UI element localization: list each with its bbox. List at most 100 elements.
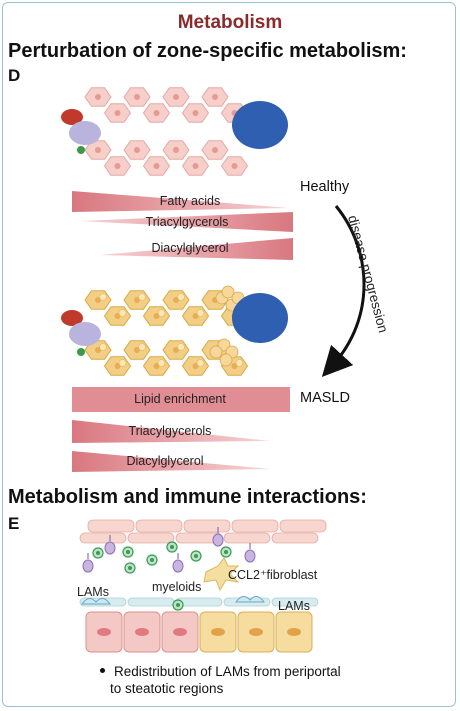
- bile-duct-healthy: [69, 121, 101, 145]
- endothelial-cell: [79, 532, 127, 544]
- immune-cells: [81, 527, 265, 611]
- kupffer-cell: [81, 598, 111, 605]
- central-vein-healthy: [232, 101, 288, 149]
- bar-label-diacylglycerol-healthy: Diacylglycerol: [151, 241, 229, 255]
- lipid-droplet: [221, 285, 235, 299]
- disease-progression-arrow: [321, 205, 366, 378]
- hepatocyte-nucleus: [192, 110, 199, 116]
- lipid-droplet-cluster: [209, 285, 245, 367]
- hepatocyte-nucleus: [114, 313, 121, 319]
- hepatocyte-nucleus: [95, 347, 101, 353]
- lipid-droplet: [196, 309, 205, 317]
- steatotic-hepatocyte-plate-bottom: [84, 340, 249, 376]
- lipid-droplet: [99, 293, 107, 301]
- fatty-acids-bar: [72, 191, 290, 212]
- portal-cell-masld: [77, 348, 85, 356]
- endothelial-cell: [271, 532, 319, 544]
- hepatocyte-nucleus: [231, 163, 238, 169]
- lipid-droplet: [217, 338, 231, 352]
- hepatocyte-nucleus: [95, 94, 101, 100]
- page-title: Metabolism: [177, 12, 283, 33]
- hepatocyte-nucleus: [173, 147, 179, 153]
- diacylglycerol-bar-masld: [72, 451, 270, 472]
- hepatocyte-nucleus: [173, 94, 179, 100]
- endothelial-cell: [279, 519, 327, 533]
- hepatocyte-nucleus: [192, 163, 199, 169]
- triacylgycerols-bar-masld: [72, 420, 270, 443]
- bile-duct-masld: [69, 322, 101, 346]
- hepatocyte-nucleus: [212, 147, 218, 153]
- bar-label-triacylgycerols-masld: Triacylgycerols: [128, 424, 212, 438]
- hepatocyte-nucleus: [212, 94, 218, 100]
- central-vein-masld: [232, 293, 288, 343]
- bullet-dot: [100, 668, 105, 673]
- triacylgycerols-bar-healthy: [80, 212, 293, 232]
- healthy-hepatocyte-plate-top: [84, 87, 249, 123]
- bar-label-lipid-enrichment: Lipid enrichment: [134, 392, 226, 406]
- lipid-droplet: [177, 293, 185, 301]
- healthy-label: Healthy: [300, 179, 350, 195]
- lipid-droplet: [219, 353, 233, 367]
- myeloids-label: myeloids: [152, 580, 202, 594]
- lipid-droplet: [118, 359, 127, 367]
- hepatocyte-nucleus: [114, 363, 121, 369]
- lam-cell: [172, 559, 184, 573]
- hepatocyte-nucleus: [192, 313, 199, 319]
- hepatocyte-nucleus: [114, 163, 121, 169]
- lipid-enrichment-bar: [72, 387, 290, 412]
- portal-cell-healthy: [77, 146, 85, 154]
- hepatocyte-nucleus: [153, 110, 160, 116]
- section-d-letter: D: [8, 66, 21, 85]
- fibroblast-label: CCL2⁺fibroblast: [228, 568, 318, 582]
- bullet-text-line1: Redistribution of LAMs from periportal: [114, 664, 341, 679]
- hepatocyte-nucleus: [134, 347, 140, 353]
- masld-label: MASLD: [300, 390, 350, 406]
- hepatocyte-nucleus: [153, 363, 160, 369]
- endothelial-cell: [135, 519, 183, 533]
- lam-cell: [244, 549, 256, 563]
- hepatocyte-nucleus: [173, 297, 179, 303]
- portal-artery-healthy: [61, 109, 83, 125]
- endothelial-cell: [231, 519, 279, 533]
- bar-label-fatty-acids: Fatty acids: [159, 194, 221, 208]
- hepatocyte-nucleus: [192, 363, 199, 369]
- lipid-droplet: [138, 343, 146, 351]
- hepatocyte-nucleus: [95, 147, 101, 153]
- lams-label-left: LAMs: [77, 585, 109, 599]
- lipid-droplet: [138, 293, 146, 301]
- hepatocyte-nucleus: [153, 163, 160, 169]
- healthy-hepatocyte-plate-bottom: [84, 140, 249, 176]
- lipid-droplet: [157, 359, 166, 367]
- lipid-droplet: [177, 343, 185, 351]
- panel-frame: [2, 2, 456, 707]
- hepatocyte-row: [85, 611, 313, 653]
- fibroblast-cell: [203, 557, 240, 592]
- hepatocyte-nucleus: [95, 297, 101, 303]
- lams-label-right: LAMs: [278, 599, 310, 613]
- lipid-droplet: [209, 345, 223, 359]
- sinusoid-lining: [271, 597, 319, 607]
- portal-artery-masld: [61, 310, 83, 326]
- hepatocyte-nucleus: [153, 313, 160, 319]
- sinusoid-lining: [127, 597, 175, 607]
- endothelial-cell: [87, 519, 135, 533]
- lam-cell: [212, 533, 224, 547]
- section-e-heading: Metabolism and immune interactions:: [8, 486, 367, 508]
- hepatocyte-nucleus: [231, 363, 238, 369]
- hepatocyte-nucleus: [114, 110, 121, 116]
- hepatocyte-nucleus: [134, 147, 140, 153]
- endothelial-cell: [127, 532, 175, 544]
- hepatocyte-nucleus: [173, 347, 179, 353]
- bar-label-triacylgycerols-healthy: Triacylgycerols: [145, 215, 229, 229]
- lipid-droplet: [99, 343, 107, 351]
- hepatocyte-nucleus: [134, 297, 140, 303]
- lam-cell: [104, 541, 116, 555]
- lipid-droplet: [196, 359, 205, 367]
- kupffer-cell: [235, 596, 265, 603]
- bullet-text-line2: to steatotic regions: [110, 681, 224, 696]
- endothelial-layer: [79, 519, 327, 607]
- lipid-droplet: [157, 309, 166, 317]
- diacylglycerol-bar-healthy: [100, 238, 293, 260]
- lipid-droplet: [235, 359, 244, 367]
